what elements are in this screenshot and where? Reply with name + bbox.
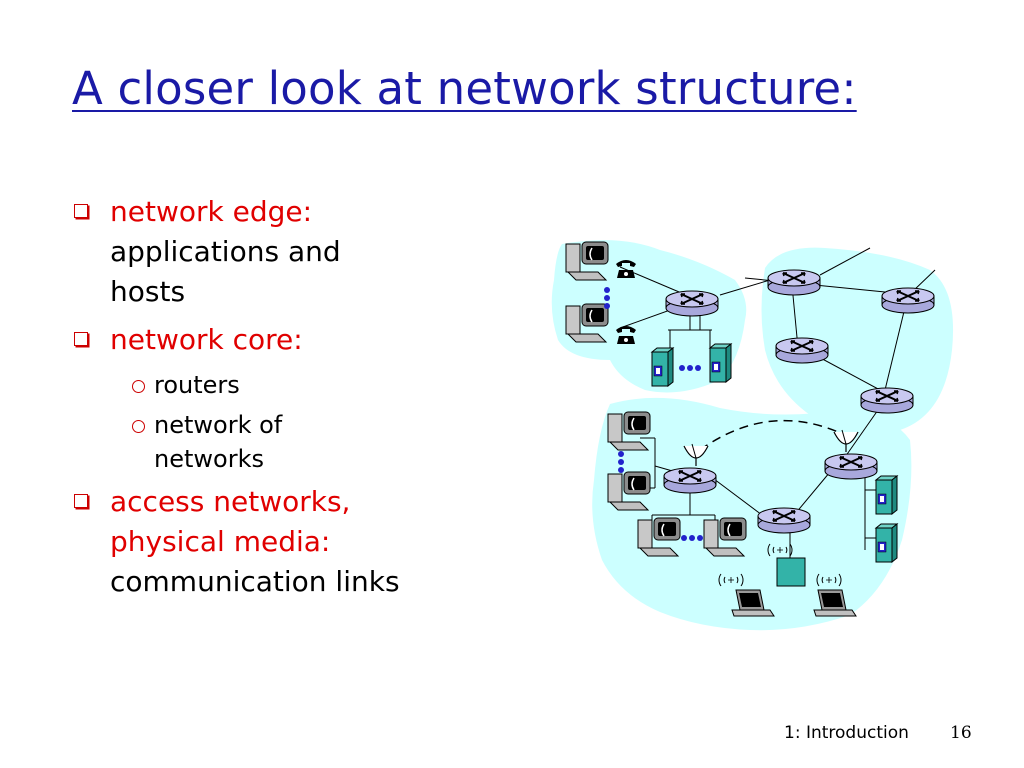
router-icon: [775, 337, 829, 364]
square-bullet-icon: [74, 332, 88, 346]
router-icon: [881, 287, 935, 314]
sub-bullet-text-line: routers: [154, 371, 240, 399]
bullet-heading: network edge:: [110, 195, 313, 228]
network-diagram: [551, 240, 954, 631]
ellipsis-dots: [681, 535, 703, 541]
bullet-heading: network core:: [110, 323, 303, 356]
wireless-access-point-icon: [776, 557, 806, 587]
router-icon: [665, 290, 719, 317]
bullet-heading-line: physical media:: [110, 525, 331, 558]
bullet-network-edge: network edge: applications and hosts: [72, 192, 512, 312]
sub-bullet-text-line: networks: [154, 445, 264, 473]
sub-bullet-routers: routers: [72, 368, 512, 402]
footer-section-label: 1: Introduction: [784, 723, 909, 743]
ellipsis-dots: [679, 365, 701, 371]
router-icon: [767, 269, 821, 296]
ellipsis-dots: [604, 287, 610, 309]
server-icon: [875, 475, 898, 515]
server-icon: [709, 343, 732, 383]
ellipsis-dots: [618, 451, 624, 473]
router-icon: [824, 453, 878, 480]
sub-bullet-network-of-networks: network of networks: [72, 408, 512, 476]
bullet-text-line: applications and: [110, 235, 341, 268]
sub-bullet-text-line: network of: [154, 411, 283, 439]
square-bullet-icon: [74, 494, 88, 508]
bullet-text-line: hosts: [110, 275, 186, 308]
server-icon: [651, 347, 674, 387]
router-icon: [860, 387, 914, 414]
access-network-region-bottom: [592, 397, 912, 631]
bullet-list: network edge: applications and hosts net…: [72, 192, 512, 610]
server-icon: [875, 523, 898, 563]
circle-bullet-icon: [132, 420, 145, 433]
router-icon: [757, 507, 811, 534]
bullet-access-networks: access networks, physical media: communi…: [72, 482, 512, 602]
page-number: 16: [950, 723, 972, 743]
circle-bullet-icon: [132, 380, 145, 393]
square-bullet-icon: [74, 204, 88, 218]
slide-title: A closer look at network structure:: [72, 62, 857, 115]
router-icon: [663, 467, 717, 494]
bullet-text-line: communication links: [110, 565, 400, 598]
bullet-heading-line: access networks,: [110, 485, 351, 518]
bullet-network-core: network core:: [72, 320, 512, 360]
